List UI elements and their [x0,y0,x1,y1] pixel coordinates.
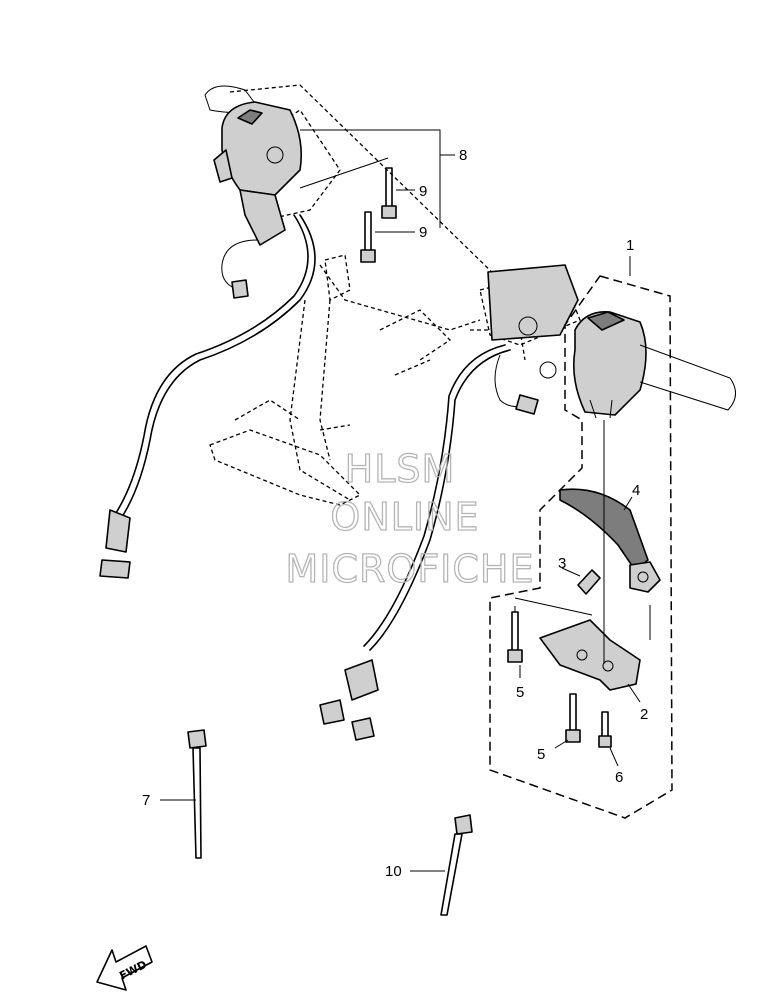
callout-7: 7 [142,792,150,809]
cable-tie-7 [187,729,207,859]
callout-2: 2 [640,706,648,723]
group-1-border [489,275,673,819]
callout-labels: 1 2 3 4 5 5 6 7 8 9 9 10 [142,147,648,880]
watermark-line-2: ONLINE [330,495,479,539]
bolt-5a [507,611,523,663]
clutch-lever [559,488,661,593]
callout-3: 3 [558,555,566,572]
screw-6 [598,711,612,748]
left-handlebar-switch [204,85,303,299]
watermark-line-1: HLSM [345,447,456,491]
callout-5a: 5 [516,684,524,701]
callout-4: 4 [632,482,640,499]
callout-10: 10 [385,863,402,880]
fwd-label: FWD [117,958,149,983]
watermark-line-3: MICROFICHE [285,547,534,591]
screw-9b [360,211,376,263]
callout-9a: 9 [419,183,427,200]
callout-9b: 9 [419,224,427,241]
callout-5b: 5 [537,746,545,763]
forward-direction-arrow: FWD [96,945,153,991]
right-handlebar-switch [487,264,736,419]
lever-pin [577,569,601,595]
callout-6: 6 [615,769,623,786]
cable-tie-10 [440,814,473,916]
screw-9a [381,167,397,219]
bolt-5b [565,693,581,743]
watermark: HLSM ONLINE MICROFICHE [285,446,534,591]
right-switch-wire-harness [319,344,539,741]
callout-1: 1 [626,237,634,254]
left-switch-wire-harness [99,214,316,579]
lever-holder [539,619,641,691]
callout-8: 8 [459,147,467,164]
leader-lines [160,129,651,872]
